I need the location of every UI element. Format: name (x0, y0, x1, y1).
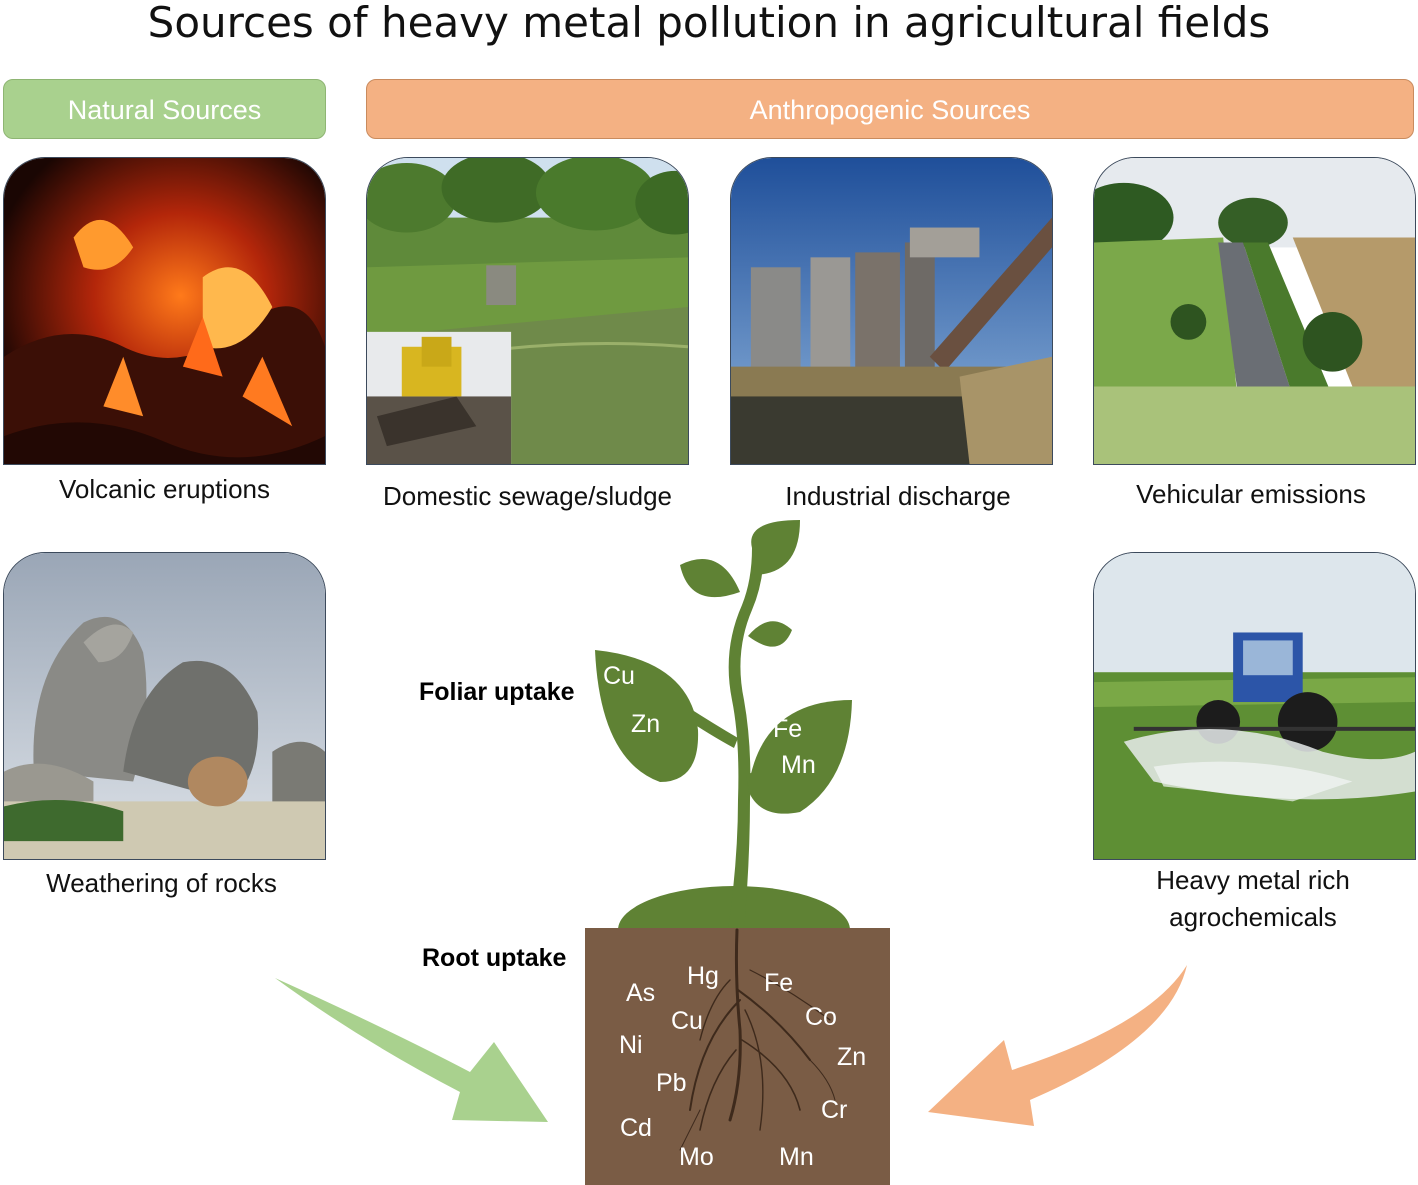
root-uptake-label: Root uptake (422, 944, 567, 972)
soil-metal-cd: Cd (620, 1114, 652, 1142)
agrochemicals-caption-line2: agrochemicals (1169, 902, 1337, 932)
upper-left-leaf (680, 559, 740, 598)
agrochemicals-caption-line1: Heavy metal rich (1156, 865, 1350, 895)
soil-metal-mn: Mn (779, 1143, 814, 1171)
weathering-rocks-photo (3, 552, 326, 860)
soil-metal-mo: Mo (679, 1143, 714, 1171)
plant-stem (728, 548, 764, 930)
plant-roots (679, 928, 836, 1151)
anthropogenic-sources-banner: Anthropogenic Sources (366, 79, 1414, 139)
leaf-metal-zn: Zn (631, 710, 661, 738)
left-leaf (595, 650, 699, 782)
diagram-title: Sources of heavy metal pollution in agri… (147, 0, 1271, 47)
leaf-metal-cu: Cu (603, 662, 635, 690)
soil-metal-hg: Hg (687, 962, 719, 990)
weathering-rocks-caption: Weathering of rocks (46, 868, 277, 898)
agrochemical-spraying-photo (1093, 552, 1416, 860)
foliar-uptake-label: Foliar uptake (419, 678, 575, 706)
soil-metal-co: Co (805, 1003, 837, 1031)
right-leaf (748, 700, 852, 814)
industrial-discharge-photo (730, 157, 1053, 465)
leaf-metal-mn: Mn (781, 751, 816, 779)
natural-sources-arrow (275, 978, 548, 1122)
industrial-discharge-caption: Industrial discharge (785, 481, 1011, 511)
top-leaf (751, 520, 800, 575)
domestic-sewage-photo (366, 157, 689, 465)
vehicular-emissions-photo (1093, 157, 1416, 465)
soil-metal-cu: Cu (671, 1007, 703, 1035)
volcanic-eruptions-caption: Volcanic eruptions (58, 474, 271, 504)
vehicular-emissions-caption: Vehicular emissions (1136, 479, 1366, 509)
soil-metal-cr: Cr (821, 1096, 848, 1124)
soil-metal-pb: Pb (656, 1069, 687, 1097)
soil-metal-ni: Ni (619, 1031, 643, 1059)
soil-metal-zn: Zn (837, 1043, 867, 1071)
natural-sources-banner: Natural Sources (3, 79, 326, 139)
soil-metal-fe: Fe (764, 969, 794, 997)
upper-right-leaf (748, 621, 792, 647)
volcanic-eruption-photo (3, 157, 326, 465)
anthropogenic-sources-arrow (928, 965, 1187, 1126)
soil-metal-as: As (626, 979, 656, 1007)
leaf-metal-fe: Fe (773, 715, 803, 743)
domestic-sewage-caption: Domestic sewage/sludge (382, 481, 673, 511)
